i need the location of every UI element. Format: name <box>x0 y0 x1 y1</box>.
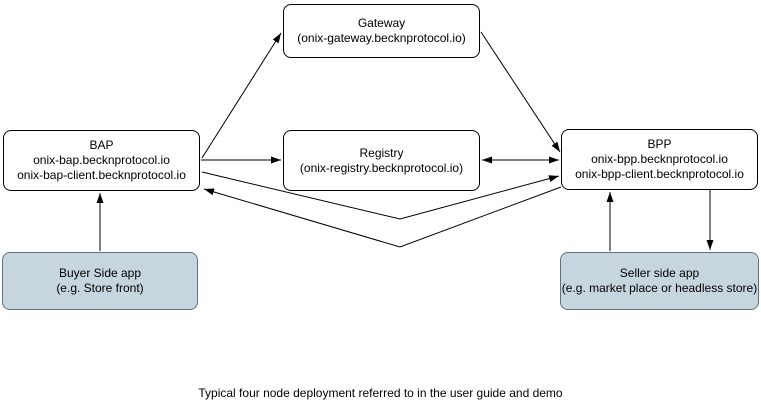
node-buyer-side-app: Buyer Side app (e.g. Store front) <box>2 252 198 310</box>
registry-url: (onix-registry.becknprotocol.io) <box>299 160 464 175</box>
gateway-title: Gateway <box>357 16 406 30</box>
edge-bpp-to-bap-via-bottom <box>203 186 562 248</box>
node-bpp: BPP onix-bpp.becknprotocol.io onix-bpp-c… <box>561 129 758 190</box>
seller-app-example: (e.g. market place or headless store) <box>561 281 758 295</box>
bpp-client-url: onix-bpp-client.becknprotocol.io <box>575 167 744 181</box>
buyer-app-title: Buyer Side app <box>58 266 142 280</box>
edge-bap-to-gateway <box>201 32 282 159</box>
bpp-title: BPP <box>647 137 672 151</box>
buyer-app-example: (e.g. Store front) <box>56 281 144 295</box>
gateway-url: (onix-gateway.becknprotocol.io) <box>297 31 466 45</box>
diagram-caption: Typical four node deployment referred to… <box>198 386 563 400</box>
node-seller-side-app: Seller side app (e.g. market place or he… <box>560 252 759 310</box>
node-bap: BAP onix-bap.becknprotocol.io onix-bap-c… <box>3 130 200 191</box>
edge-bap-to-bpp-via-bottom <box>201 171 560 220</box>
registry-title: Registry <box>359 145 404 160</box>
edge-gateway-to-bpp <box>480 31 561 153</box>
seller-app-title: Seller side app <box>619 266 700 280</box>
bap-title: BAP <box>89 138 114 152</box>
bpp-url: onix-bpp.becknprotocol.io <box>591 152 728 166</box>
bap-url: onix-bap.becknprotocol.io <box>33 153 170 167</box>
node-registry: Registry (onix-registry.becknprotocol.io… <box>283 130 480 191</box>
node-gateway: Gateway (onix-gateway.becknprotocol.io) <box>283 4 480 58</box>
bap-client-url: onix-bap-client.becknprotocol.io <box>17 168 186 182</box>
